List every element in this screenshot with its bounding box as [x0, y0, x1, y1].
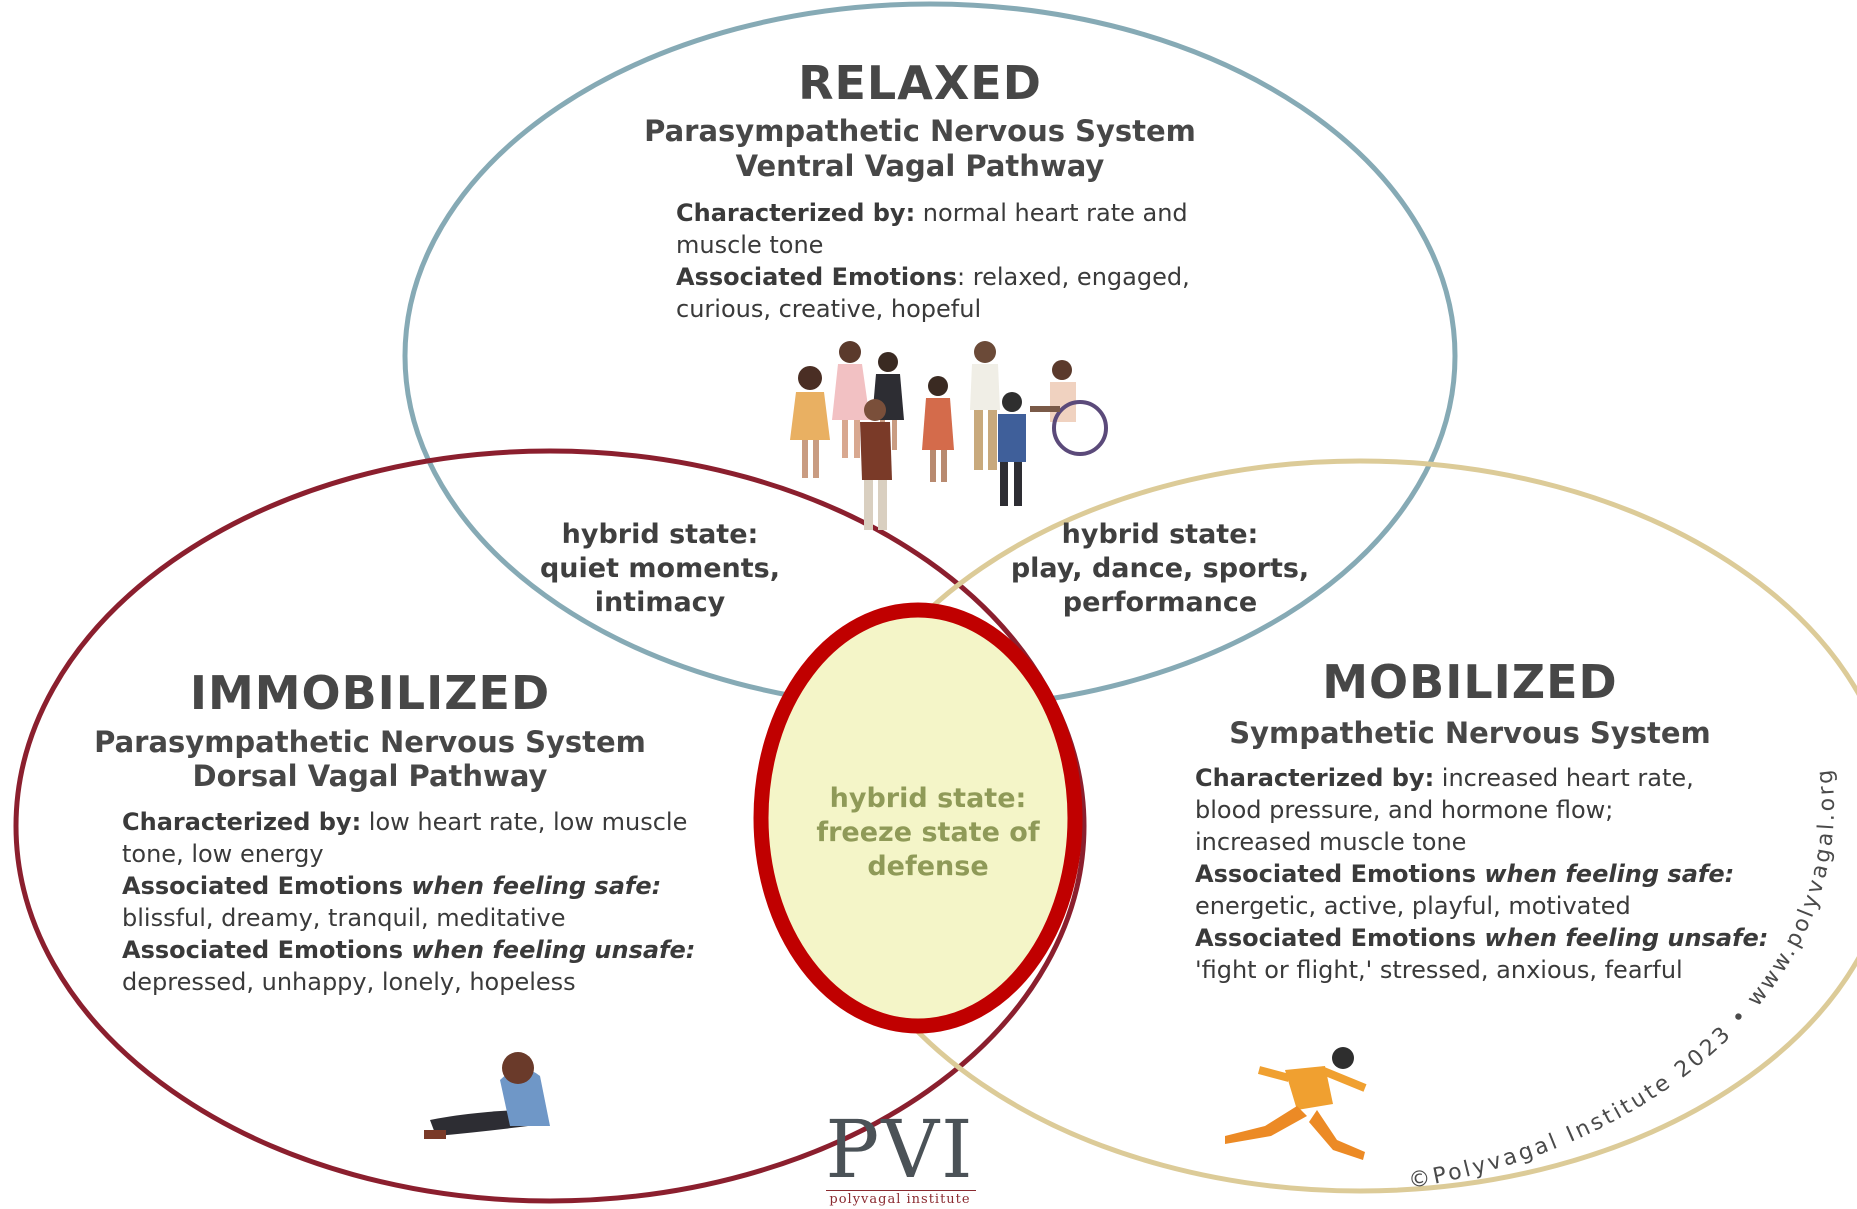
mobilized-subtitle-1: Sympathetic Nervous System	[1229, 716, 1711, 750]
group-people-illustration	[790, 341, 1108, 530]
hybrid-left-line-3: intimacy	[594, 587, 726, 618]
mobilized-char-line-2: blood pressure, and hormone flow;	[1195, 796, 1614, 824]
hybrid-left-line-1: hybrid state:	[561, 519, 759, 550]
mobilized-description: Characterized by: increased heart rate, …	[1195, 762, 1795, 986]
immobilized-safe-em: when feeling safe:	[411, 872, 662, 900]
immobilized-safe-label: Associated Emotions	[122, 872, 412, 900]
hybrid-left-line-2: quiet moments,	[539, 553, 780, 584]
relaxed-emo-line-2: curious, creative, hopeful	[676, 295, 982, 323]
immobilized-subtitle-1: Parasympathetic Nervous System	[94, 725, 646, 759]
relaxed-emo-label: Associated Emotions	[676, 263, 958, 291]
mobilized-safe-line: energetic, active, playful, motivated	[1195, 892, 1631, 920]
hybrid-center-line-2: freeze state of	[816, 817, 1040, 848]
running-person-illustration	[1225, 1047, 1367, 1160]
hybrid-center-line-3: defense	[867, 851, 989, 882]
immobilized-unsafe-line: depressed, unhappy, lonely, hopeless	[122, 968, 576, 996]
mobilized-unsafe-em: when feeling unsafe:	[1484, 924, 1769, 952]
hybrid-center: hybrid state: freeze state of defense	[788, 782, 1068, 884]
relaxed-subtitle-2: Ventral Vagal Pathway	[735, 149, 1105, 183]
relaxed-emo-line-1: : relaxed, engaged,	[957, 263, 1190, 291]
freeze-highlight-ring	[753, 602, 1083, 1034]
hybrid-right-line-1: hybrid state:	[1061, 519, 1259, 550]
immobilized-description: Characterized by: low heart rate, low mu…	[122, 806, 742, 998]
hybrid-right-line-3: performance	[1062, 587, 1258, 618]
mobilized-title: MOBILIZED	[1322, 655, 1618, 709]
mobilized-unsafe-line: 'fight or flight,' stressed, anxious, fe…	[1195, 956, 1683, 984]
immobilized-title: IMMOBILIZED	[189, 666, 551, 720]
immobilized-safe-line: blissful, dreamy, tranquil, meditative	[122, 904, 566, 932]
immobilized-char-label: Characterized by:	[122, 808, 362, 836]
hybrid-right-line-2: play, dance, sports,	[1010, 553, 1310, 584]
mobilized-unsafe-label: Associated Emotions	[1195, 924, 1485, 952]
immobilized-char-line-1: low heart rate, low muscle	[361, 808, 688, 836]
immobilized-unsafe-label: Associated Emotions	[122, 936, 412, 964]
immobilized-subtitle-2: Dorsal Vagal Pathway	[192, 759, 548, 793]
relaxed-title: RELAXED	[798, 56, 1042, 110]
hybrid-center-line-1: hybrid state:	[829, 783, 1027, 814]
hybrid-right: hybrid state: play, dance, sports, perfo…	[990, 518, 1330, 620]
sitting-person-illustration	[424, 1052, 550, 1139]
logo-divider	[826, 1190, 976, 1191]
relaxed-char-line-2: muscle tone	[676, 231, 824, 259]
mobilized-char-line-1: increased heart rate,	[1434, 764, 1694, 792]
immobilized-char-line-2: tone, low energy	[122, 840, 324, 868]
relaxed-char-label: Characterized by:	[676, 199, 916, 227]
immobilized-unsafe-em: when feeling unsafe:	[411, 936, 696, 964]
immobilized-circle	[13, 448, 1087, 1204]
mobilized-char-label: Characterized by:	[1195, 764, 1435, 792]
pvi-logo: PVI	[825, 1103, 975, 1196]
relaxed-description: Characterized by: normal heart rate and …	[676, 197, 1236, 325]
mobilized-safe-em: when feeling safe:	[1484, 860, 1735, 888]
relaxed-subtitle-1: Parasympathetic Nervous System	[644, 114, 1196, 148]
relaxed-char-line-1: normal heart rate and	[915, 199, 1188, 227]
hybrid-left: hybrid state: quiet moments, intimacy	[520, 518, 800, 620]
mobilized-char-line-3: increased muscle tone	[1195, 828, 1467, 856]
mobilized-safe-label: Associated Emotions	[1195, 860, 1485, 888]
pvi-logo-caption: polyvagal institute	[829, 1192, 971, 1207]
